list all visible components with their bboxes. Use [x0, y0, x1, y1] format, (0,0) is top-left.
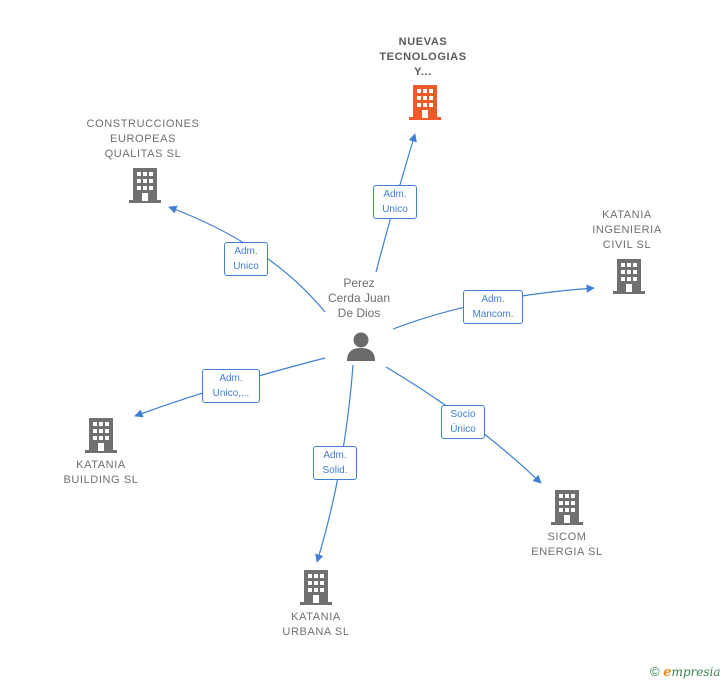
relation-label-sicom[interactable]: Socio Único [441, 405, 485, 439]
brand-initial: e [663, 665, 672, 680]
relation-label-ingenieria[interactable]: Adm. Mancom. [463, 290, 523, 324]
company-name-building[interactable]: KATANIA BUILDING SL [63, 459, 139, 486]
person-icon[interactable] [345, 331, 377, 361]
company-name-ingenieria[interactable]: KATANIA INGENIERIA CIVIL SL [592, 209, 662, 251]
empresia-logo[interactable]: © empresia [650, 664, 721, 680]
building-icon[interactable] [551, 490, 583, 525]
building-icon[interactable] [300, 570, 332, 605]
building-icon[interactable] [129, 168, 161, 203]
company-name-nuevas[interactable]: NUEVAS TECNOLOGIAS Y... [379, 36, 467, 78]
relation-label-urbana[interactable]: Adm. Solid. [313, 446, 357, 480]
copyright-symbol: © [650, 664, 660, 679]
person-name[interactable]: Perez Cerda Juan De Dios [327, 276, 391, 320]
relation-label-building[interactable]: Adm. Unico,... [202, 369, 260, 403]
relation-label-nuevas[interactable]: Adm. Unico [373, 185, 417, 219]
building-icon[interactable] [613, 259, 645, 294]
company-name-construcciones[interactable]: CONSTRUCCIONES EUROPEAS QUALITAS SL [86, 118, 200, 160]
brand-name: mpresia [671, 665, 721, 679]
building-icon[interactable] [85, 418, 117, 453]
company-name-sicom[interactable]: SICOM ENERGIA SL [531, 531, 603, 558]
company-name-urbana[interactable]: KATANIA URBANA SL [282, 611, 350, 638]
building-icon[interactable] [409, 85, 441, 120]
relation-label-construcciones[interactable]: Adm. Unico [224, 242, 268, 276]
